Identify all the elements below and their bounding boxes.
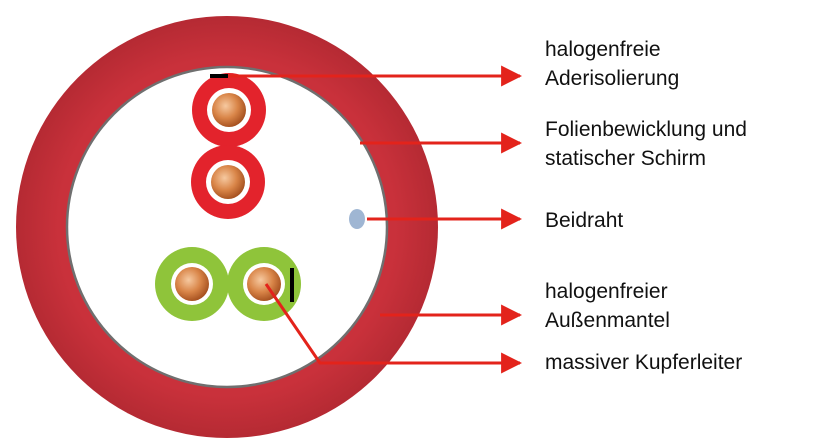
label-drain-wire: Beidraht [545,209,624,232]
arrow-conductor [264,283,523,374]
label-foil-shield: Folienbewicklung und statischer Schirm [545,118,747,170]
label-outer-jacket: halogenfreier Außenmantel [545,280,670,332]
red-core-upper [192,73,266,147]
minus-marker [210,74,228,78]
green-core-right [227,247,301,321]
plus-marker [290,268,294,302]
label-conductor: massiver Kupferleiter [545,351,743,374]
label-core-insulation: halogenfreie Aderisolierung [545,38,680,90]
drain-wire [349,209,365,229]
foil-shield [65,65,389,389]
red-core-lower [191,145,265,219]
green-core-left [155,247,229,321]
